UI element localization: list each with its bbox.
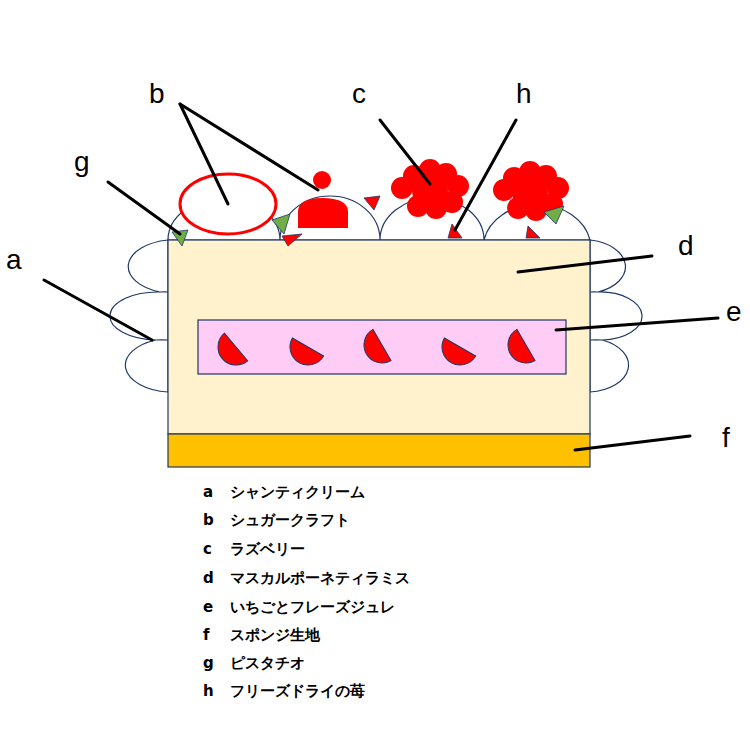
key-text: ピスタチオ <box>230 656 305 671</box>
leader-lines <box>44 104 718 450</box>
callout-letter: h <box>516 80 532 108</box>
callout-letter: d <box>678 232 694 260</box>
key-text: a <box>203 485 213 500</box>
key-text: c <box>203 542 212 557</box>
cream-puff-line <box>590 292 602 340</box>
key-text: スポンジ生地 <box>230 628 320 643</box>
key-text: e <box>203 600 213 615</box>
key-text: マスカルポーネティラミス <box>230 571 410 586</box>
jelly-layer <box>198 320 566 374</box>
sugar-craft-figure <box>313 171 331 189</box>
callout-letter: e <box>726 298 742 326</box>
strawberry-halves <box>211 329 535 372</box>
key-text: b <box>203 513 214 528</box>
pistachio <box>172 206 564 246</box>
cream-puff <box>110 240 168 392</box>
sponge-layer <box>168 434 590 467</box>
callout-letter: c <box>352 80 366 108</box>
sugar-craft-figure <box>298 198 348 228</box>
key-text: シャンティクリーム <box>230 485 365 500</box>
key-text: h <box>203 684 214 699</box>
callout-letter: g <box>74 148 90 176</box>
key-text: シュガークラフト <box>230 513 350 528</box>
raspberry <box>391 159 469 219</box>
freeze-dried-strawberry <box>282 196 540 246</box>
callout-letter: a <box>6 246 22 274</box>
key-text: ラズベリー <box>230 542 305 557</box>
callout-letter: b <box>149 80 165 108</box>
key-text: d <box>203 571 214 586</box>
cream-puff-line <box>156 292 168 340</box>
key-text: フリーズドライの苺 <box>230 684 365 699</box>
key-text: f <box>203 628 210 643</box>
key-text: いちごとフレーズジュレ <box>230 600 395 615</box>
callout-letter: f <box>722 424 730 452</box>
tiramisu-layer <box>168 240 590 434</box>
key-text: g <box>203 656 214 671</box>
